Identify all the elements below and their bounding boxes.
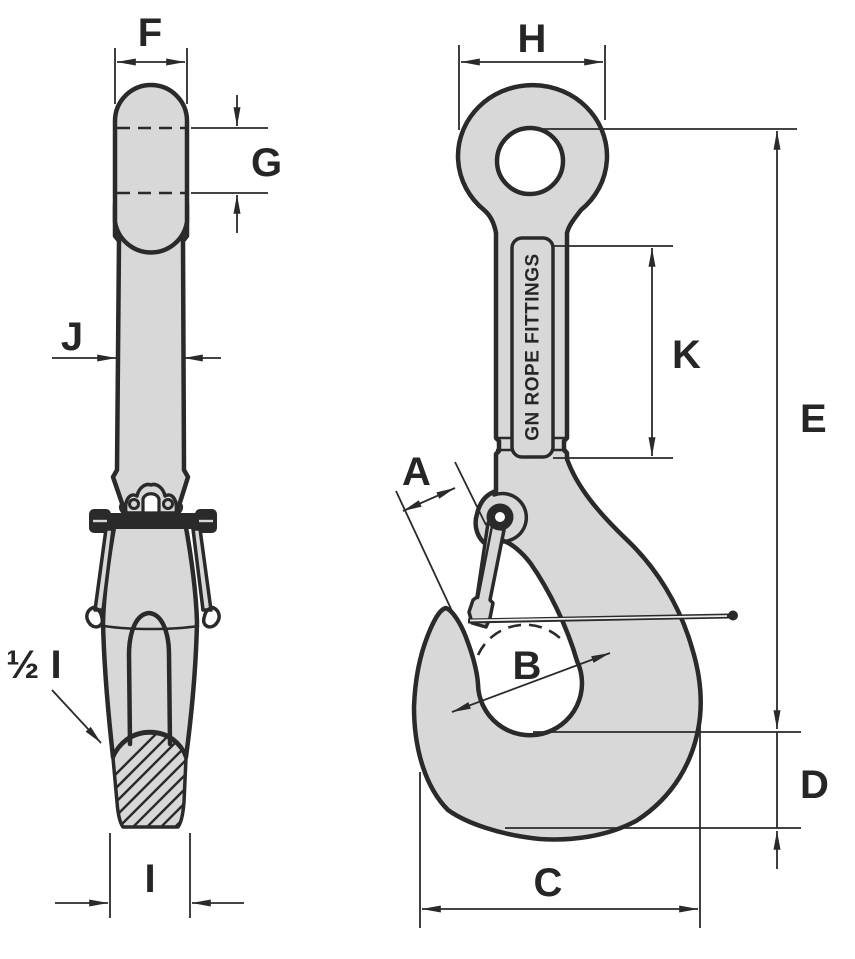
latch-pivot-bar [100, 513, 206, 529]
dim-label-g: G [251, 141, 282, 185]
latch-pin-highlight [469, 615, 728, 622]
latch-curl-left [85, 605, 105, 629]
safety-latch-edge [476, 524, 494, 600]
dim-A-ext-2 [454, 461, 487, 526]
dim-A-line [402, 487, 456, 512]
dim-label-h: H [518, 17, 547, 61]
dim-label-e: E [800, 397, 827, 441]
dim-label-k: K [672, 333, 701, 377]
latch-curl-right [201, 605, 221, 629]
dim-label-f: F [138, 11, 162, 55]
front-hook-body [411, 82, 703, 842]
dim-B-line [451, 652, 611, 713]
brand-band-text: GN ROPE FITTINGS [523, 253, 544, 440]
latch-plate-right [191, 527, 213, 612]
latch-boss-arc [492, 491, 529, 544]
dim-A-ext-1 [395, 490, 453, 612]
dim-label-i: I [144, 857, 155, 901]
side-cross-section [111, 731, 188, 829]
latch-pivot-hole [495, 512, 505, 522]
dim-label-c: C [534, 861, 563, 905]
spring-coil-right-icon [162, 498, 174, 510]
side-view: F G J ½ I I [6, 11, 282, 918]
dim-label-b: B [513, 644, 542, 688]
safety-latch [467, 521, 506, 629]
dim-label-a: A [402, 450, 431, 494]
side-hook-body [100, 519, 200, 760]
spring-hook-right [174, 502, 184, 514]
eye-hole [494, 125, 566, 197]
spring-coil-left-icon [128, 498, 140, 510]
dim-halfI-leader [51, 689, 102, 744]
front-view: GN ROPE FITTINGS H E D K [395, 17, 829, 928]
latch-spring-window [141, 492, 161, 515]
latch-bottom-edge [102, 624, 200, 631]
spring-hook-left [118, 502, 128, 514]
brand-band [510, 236, 555, 459]
side-head [112, 82, 190, 255]
bowl-dashed-circle [476, 623, 564, 656]
latch-plate-left [93, 527, 115, 612]
dim-label-half-i: ½ I [6, 643, 62, 687]
dim-label-j: J [61, 315, 83, 359]
latch-pin-ball-icon [728, 610, 738, 621]
side-hook-point [126, 610, 173, 747]
dim-label-d: D [800, 763, 829, 807]
